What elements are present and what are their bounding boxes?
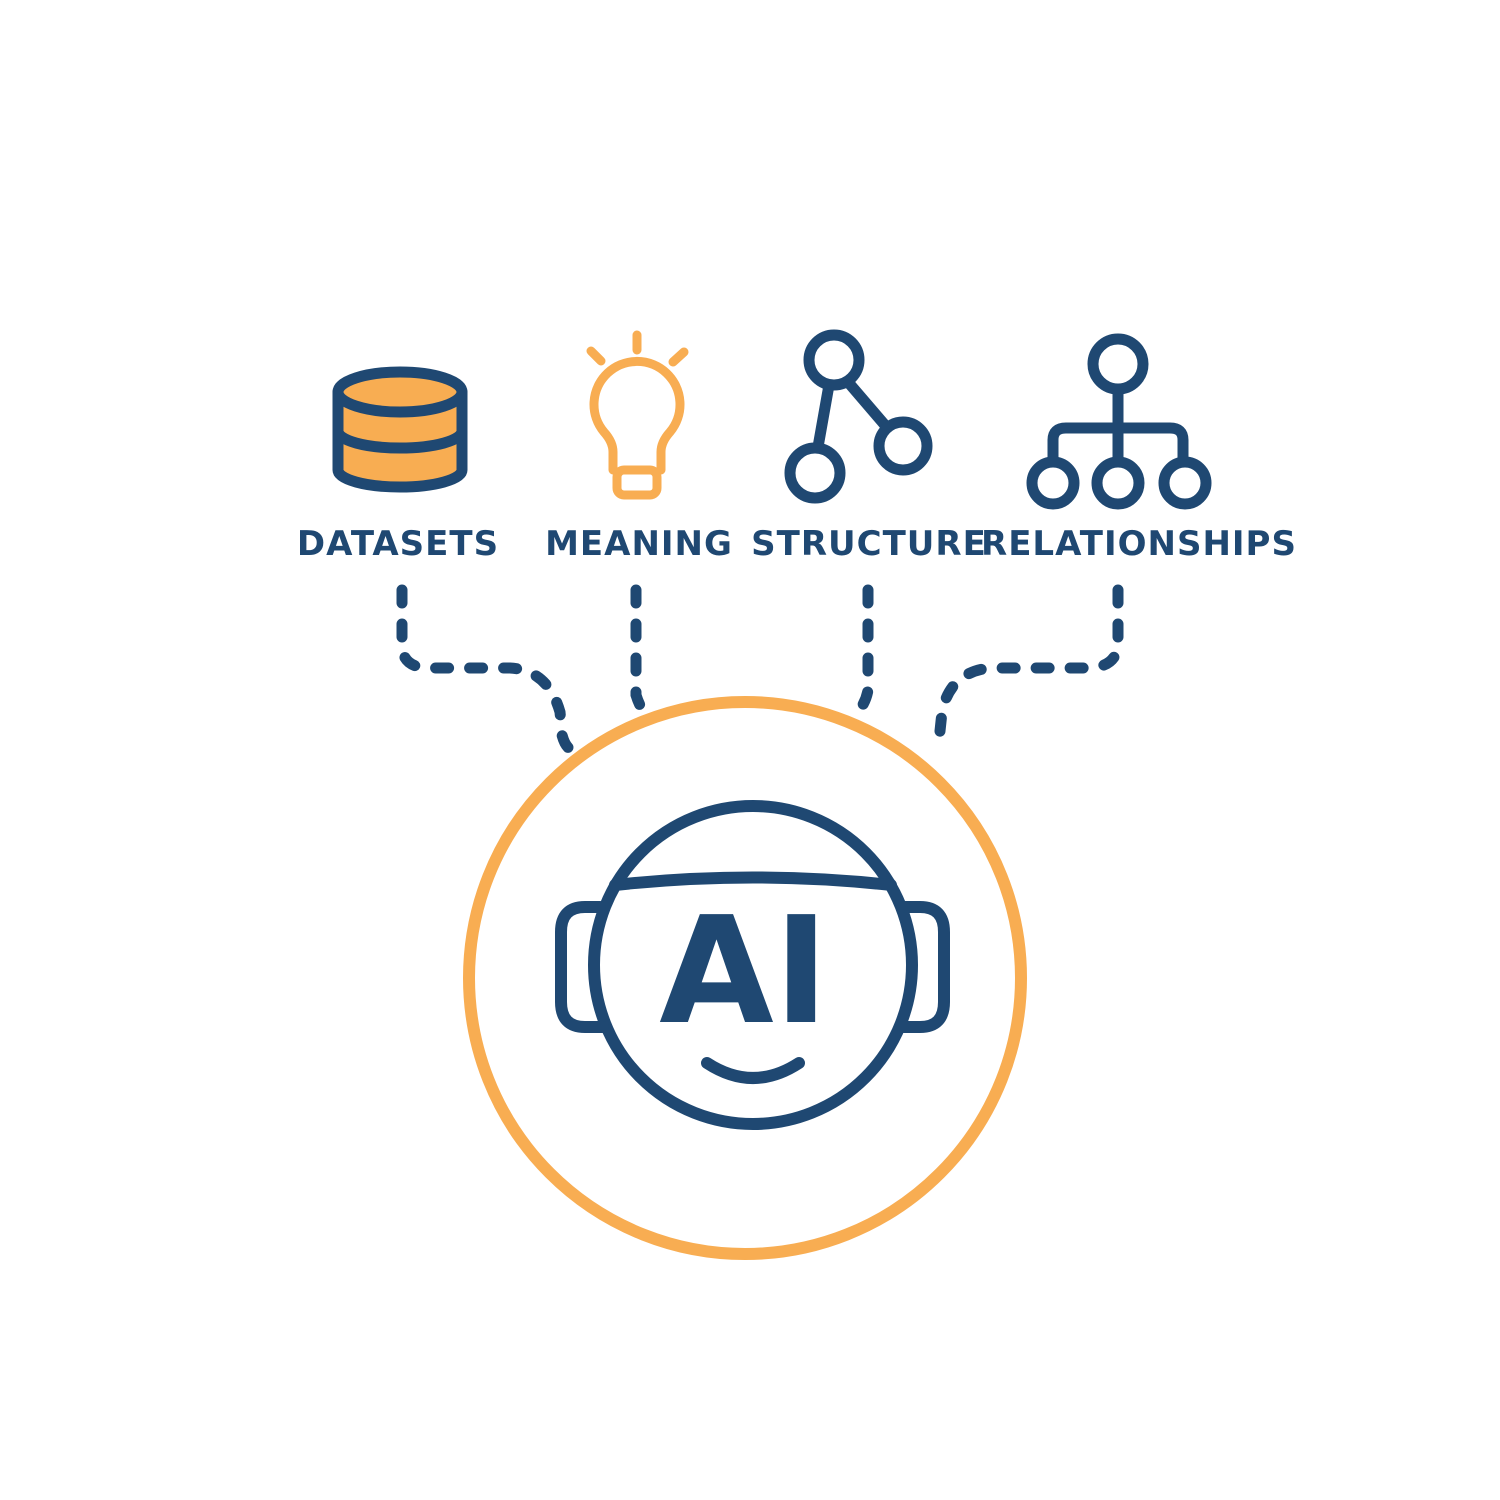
label-structure: STRUCTURE — [751, 524, 987, 564]
database-icon — [332, 366, 468, 493]
right-ear — [897, 901, 950, 1033]
hierarchy-icon — [1026, 333, 1212, 510]
node-graph-icon — [784, 329, 933, 504]
label-relationships: RELATIONSHIPS — [981, 524, 1297, 564]
connector-structure — [852, 584, 874, 718]
label-meaning: MEANING — [545, 524, 733, 564]
lightbulb-icon — [586, 330, 689, 500]
ai-circle — [463, 696, 1027, 1260]
smile — [701, 1057, 805, 1084]
input-labels: DATASETS MEANING STRUCTURE RELATIONSHIPS — [297, 524, 1297, 564]
connector-datasets — [396, 584, 580, 756]
headband — [609, 871, 897, 891]
left-ear — [555, 901, 609, 1033]
connector-relationships — [932, 584, 1124, 756]
ai-label: AI — [659, 885, 829, 1057]
robot-face-icon — [555, 800, 950, 1130]
connector-meaning — [630, 584, 652, 720]
connectors — [396, 584, 1124, 756]
label-datasets: DATASETS — [297, 524, 499, 564]
